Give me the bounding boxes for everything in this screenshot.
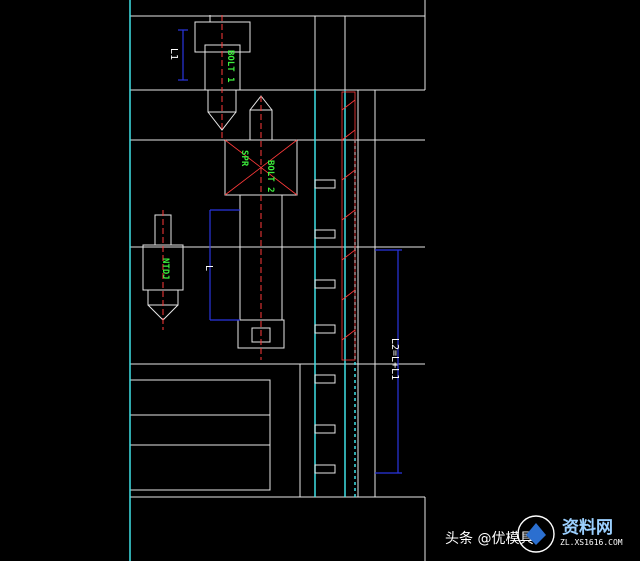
pin	[314, 229, 336, 239]
pin	[314, 324, 336, 334]
spr-cross	[224, 139, 298, 196]
hatch-line	[341, 169, 356, 181]
pin	[314, 179, 336, 189]
watermark-text: 头条 @优模具	[445, 531, 534, 547]
labels: BOLT 1 SPR BOLT 2 NTDJ L1 L L2=L+L1	[160, 48, 400, 380]
bolt2-assembly	[224, 95, 298, 360]
hatch-line	[341, 329, 356, 341]
label-ntdj: NTDJ	[160, 258, 170, 280]
label-bolt1: BOLT 1	[225, 50, 235, 83]
hatch-line	[341, 289, 356, 301]
bolt1-assembly	[194, 15, 251, 140]
watermark-logo-title: 资料网	[562, 518, 613, 538]
pin	[314, 424, 336, 434]
hatch-line	[341, 99, 356, 111]
pin	[314, 374, 336, 384]
label-l: L	[203, 265, 214, 271]
pin	[314, 464, 336, 474]
label-l1: L1	[168, 48, 179, 60]
bolt1-tip	[207, 111, 237, 131]
hatch-line	[341, 129, 356, 141]
hatch-rect	[341, 91, 356, 361]
ejector-pins	[314, 179, 336, 474]
label-spr: SPR	[239, 150, 249, 167]
pin	[314, 279, 336, 289]
hatch-line	[341, 209, 356, 221]
label-bolt2: BOLT 2	[265, 160, 275, 193]
watermark-logo-icon	[517, 515, 555, 553]
label-l2: L2=L+L1	[389, 338, 400, 380]
hatch-zone	[341, 91, 356, 361]
hatch-line	[341, 249, 356, 261]
dimensions	[178, 29, 402, 474]
ntdj-assembly	[142, 210, 184, 330]
watermark-logo-url: ZL.XS1616.COM	[560, 538, 623, 547]
